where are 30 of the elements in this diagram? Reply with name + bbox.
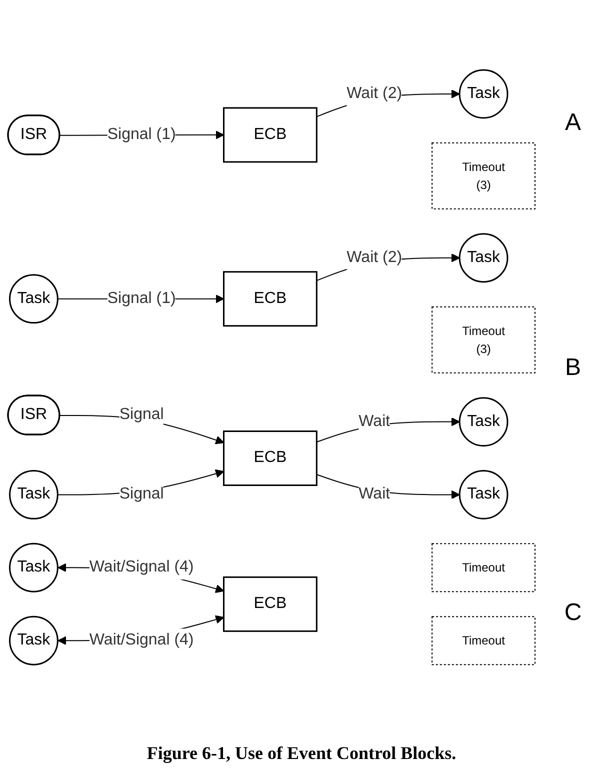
- node-box: Timeout: [432, 616, 536, 666]
- section-letter: A: [564, 108, 581, 136]
- edge-label: Signal: [119, 486, 164, 503]
- edge-label: Wait (2): [346, 85, 402, 102]
- node-circle: Task: [9, 616, 58, 666]
- node-circle: Task: [9, 274, 58, 324]
- node-circle: Task: [9, 470, 58, 520]
- edge-label: Wait: [358, 486, 390, 503]
- node-circle: Task: [458, 69, 508, 119]
- figure-caption: Figure 6-1, Use of Event Control Blocks.: [146, 742, 458, 765]
- node-box: Timeout: [432, 543, 536, 592]
- node-box: ECB: [223, 107, 318, 163]
- edge-label: Wait (2): [346, 249, 402, 266]
- node-circle: Task: [9, 543, 58, 592]
- node-box: Timeout (3): [432, 142, 536, 210]
- node-box: ECB: [223, 430, 318, 486]
- edge-label: Wait/Signal (4): [89, 632, 194, 649]
- node-circle: Task: [458, 397, 508, 447]
- node-box: ECB: [223, 576, 318, 632]
- edge-label: Signal (1): [107, 290, 176, 308]
- node-box: Timeout (3): [432, 306, 536, 374]
- edge-label: Wait/Signal (4): [89, 558, 194, 576]
- section-letter: B: [564, 354, 581, 382]
- edge-label: Wait: [358, 412, 390, 430]
- node-circle: Task: [458, 470, 508, 520]
- section-letter: C: [564, 598, 582, 626]
- node-circle: Task: [458, 233, 508, 283]
- edge-label: Signal (1): [107, 126, 176, 144]
- node-box: ECB: [223, 271, 318, 327]
- edge-label: Signal: [119, 406, 164, 424]
